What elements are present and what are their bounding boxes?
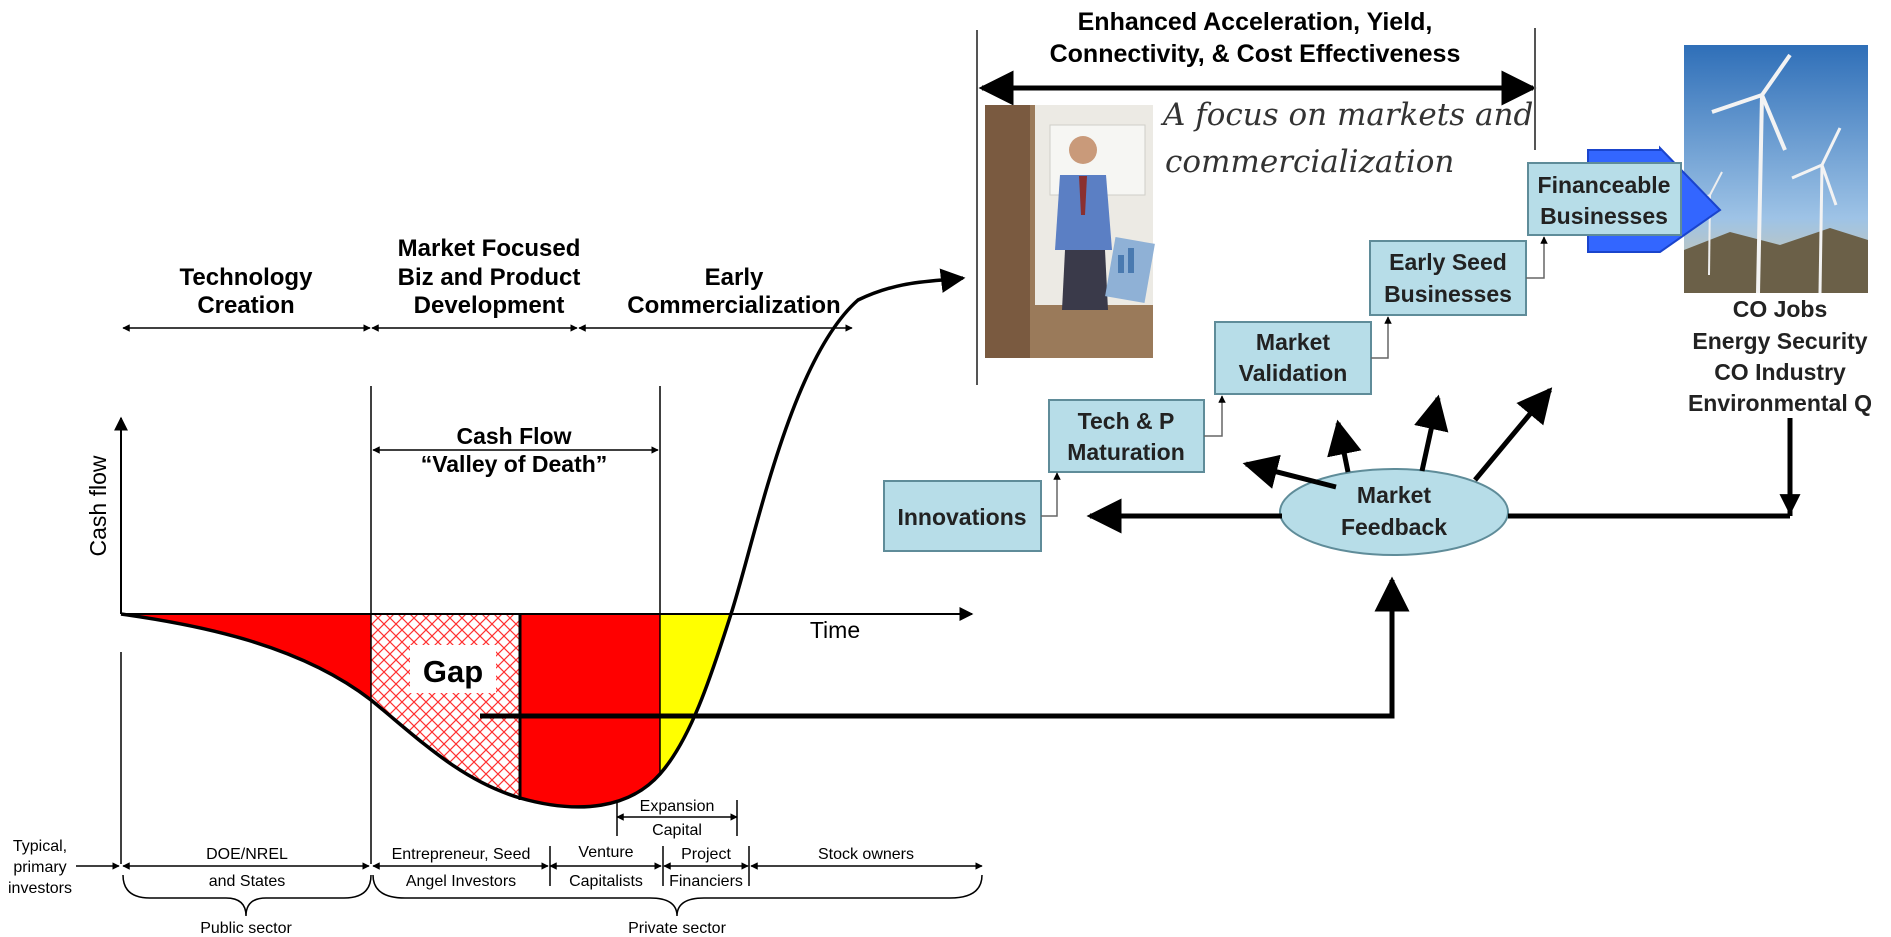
stock-owners: Stock owners [818,846,914,863]
focus-text-line1: A focus on markets and [1160,97,1533,133]
step-market-validation-line2: Validation [1239,360,1348,386]
banner-title-line1: Enhanced Acceleration, Yield, [1078,8,1433,36]
step-financeable: Financeable Businesses [1527,162,1682,236]
phase-market-line3: Development [414,292,565,319]
y-axis-label: Cash flow [85,455,111,556]
step-early-seed: Early Seed Businesses [1369,240,1527,316]
phase-early-line1: Early [705,264,764,291]
area-yellow [660,614,731,774]
area-red-left [121,614,371,700]
x-axis-label: Time [810,617,860,643]
investors-label-line1: Typical, [13,838,67,855]
step-tech-p-line1: Tech & P [1078,408,1175,434]
focus-text-line2: commercialization [1165,144,1454,180]
step-market-validation: Market Validation [1214,321,1372,395]
gap-to-feedback-arrow [480,576,1410,719]
market-feedback-ellipse [1279,468,1509,556]
investors-label-line3: investors [8,880,72,897]
phase-market-line1: Market Focused [398,235,581,262]
gap-label-bg [410,645,496,693]
outcome-environmental-q: Environmental Q [1688,390,1872,416]
feedback-arrows [1086,387,1793,534]
area-gap-hatched [371,614,520,798]
private-sector-label: Private sector [628,920,726,937]
doe-line2: and States [209,873,286,890]
public-sector-label: Public sector [200,920,292,937]
entrepreneur-line2: Angel Investors [406,873,516,890]
area-red-mid [520,614,660,807]
venture-line1: Venture [578,844,633,861]
step-innovations: Innovations [883,480,1042,552]
step-early-seed-line2: Businesses [1384,281,1512,307]
market-feedback-line2: Feedback [1341,514,1447,540]
market-feedback-line1: Market [1357,482,1431,508]
project-line1: Project [681,846,731,863]
outcome-co-jobs: CO Jobs [1733,296,1828,322]
project-line2: Financiers [669,873,743,890]
banner-title-line2: Connectivity, & Cost Effectiveness [1050,40,1461,68]
wind-turbine-photo [1684,45,1868,294]
public-sector-brace [122,874,372,917]
step-tech-p: Tech & P Maturation [1048,399,1205,473]
phase-market-line2: Biz and Product [398,264,581,291]
phase-tech-line2: Creation [197,292,294,319]
venture-line2: Capitalists [569,873,643,890]
gap-label: Gap [423,654,483,689]
entrepreneur-line1: Entrepreneur, Seed [392,846,531,863]
doe-line1: DOE/NREL [206,846,288,863]
phase-early-line2: Commercialization [627,292,840,319]
step-financeable-line1: Financeable [1538,172,1671,198]
private-sector-brace [372,874,983,917]
step-financeable-line2: Businesses [1540,203,1668,229]
valley-line2: “Valley of Death” [421,451,608,477]
outcome-co-industry: CO Industry [1714,359,1846,385]
investors-label-line2: primary [13,859,66,876]
expansion-line1: Expansion [640,798,715,815]
step-market-validation-line1: Market [1256,329,1330,355]
expansion-line2: Capital [652,822,702,839]
investor-arrows [122,813,983,870]
valley-line1: Cash Flow [456,423,571,449]
outcome-energy-security: Energy Security [1692,328,1867,354]
step-early-seed-line1: Early Seed [1389,249,1507,275]
stair-connectors [1041,236,1548,517]
phase-tech-line1: Technology [180,264,314,291]
step-tech-p-line2: Maturation [1067,439,1185,465]
investor-ticks [549,800,750,886]
presenter-photo [985,105,1155,358]
step-innovations-label: Innovations [897,504,1026,530]
